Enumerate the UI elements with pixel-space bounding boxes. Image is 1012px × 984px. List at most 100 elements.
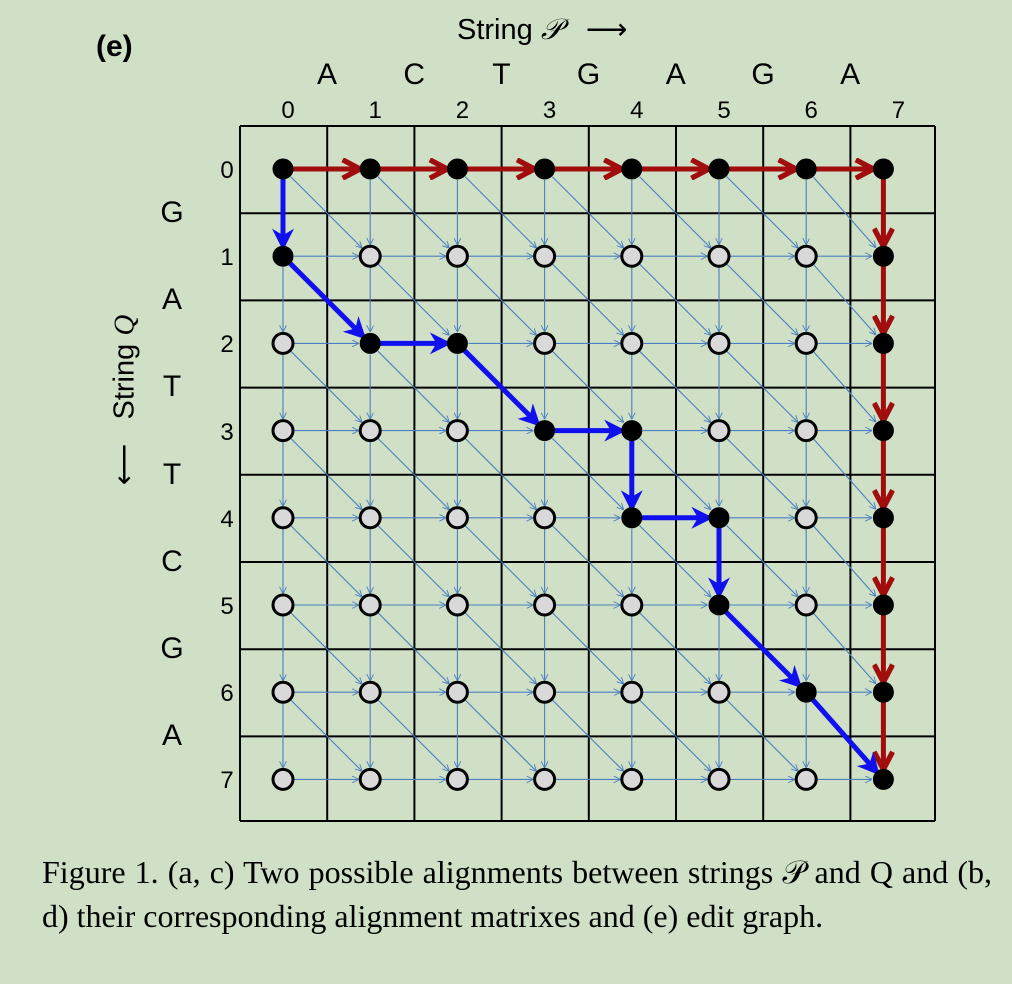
blue-path-edge [461,347,541,427]
col-index: 4 [630,97,644,124]
graph-node [794,593,818,617]
graph-node [358,593,382,617]
path-node [795,158,817,180]
edit-edge [726,699,798,771]
edit-edge [377,350,449,422]
graph-node [620,593,644,617]
graph-node [533,593,557,617]
graph-node [271,506,295,530]
path-node [872,332,894,354]
col-index: 7 [891,97,906,124]
edit-edge [290,437,362,509]
edit-edge [290,699,362,771]
row-letter: G [160,196,184,229]
graph-node [794,331,818,355]
graph-node [445,244,469,268]
col-letter: G [751,58,775,91]
row-letter: A [161,283,183,317]
col-index: 2 [455,97,470,124]
edit-edge [813,351,875,422]
graph-node [445,767,469,791]
path-node [534,158,556,180]
graph-node [358,680,382,704]
path-node [534,420,556,442]
row-letter: T [162,457,182,491]
edit-edge [639,176,711,248]
row-letter: A [161,719,183,753]
edit-edge [464,437,536,509]
col-index: 1 [368,97,382,124]
edit-edge [377,525,449,597]
graph-node [620,767,644,791]
blue-path-edge [286,260,367,340]
edit-edge [813,612,875,683]
edit-edge [551,525,623,597]
path-node [272,158,294,180]
edit-edge [377,612,449,684]
string-p-axis-label: String 𝒫 ⟶ [457,12,628,47]
graph-node [707,244,731,268]
col-letter: A [840,58,861,91]
edit-edge [290,350,362,422]
figure-caption: Figure 1. (a, c) Two possible alignments… [42,854,992,934]
edit-edge [377,699,449,771]
col-index: 6 [804,97,818,124]
edit-edge [639,612,711,684]
graph-node [533,767,557,791]
graph-node [358,244,382,268]
col-letter: A [316,58,338,91]
edit-edge [290,612,362,684]
graph-node [445,419,469,443]
graph-node [620,331,644,355]
edit-edge [551,437,623,509]
edit-edge [551,699,623,771]
row-index: 5 [220,593,234,620]
graph-node [533,331,557,355]
path-node [872,420,894,442]
blue-path-edge [809,696,880,776]
graph-node [707,767,731,791]
edit-edge [464,612,536,684]
graph-node [707,331,731,355]
edit-edge [464,699,536,771]
path-node [872,158,894,180]
right-arrow-icon: ⟶ [569,14,628,46]
path-node [272,245,294,267]
edit-edge [639,437,711,509]
panel-label: (e) [96,30,133,63]
graph-node [533,244,557,268]
graph-node [445,593,469,617]
path-node [872,507,894,529]
edit-edge [464,263,536,335]
graph-node [445,506,469,530]
graph-node [533,506,557,530]
edit-edge [639,525,711,597]
graph-node [358,767,382,791]
edit-edge [726,350,798,422]
edit-edge [813,264,875,334]
string-p-symbol: 𝒫 [540,14,562,46]
row-index: 1 [220,244,234,272]
path-node [708,507,730,529]
edit-edge [377,176,449,248]
path-node [872,594,894,616]
path-node [359,332,381,354]
graph-node [794,506,818,530]
path-node [446,158,468,180]
edit-edge [290,176,362,248]
graph-node [358,419,382,443]
edit-edge [639,350,711,422]
row-index: 0 [220,157,234,184]
edit-edge [813,176,875,247]
row-index: 4 [220,505,234,533]
row-letter: T [162,370,182,404]
edit-edge [551,263,623,335]
col-letter: T [492,58,511,91]
edit-edge [377,263,449,335]
col-index: 0 [281,97,295,124]
path-node [872,768,894,790]
col-index: 5 [717,97,731,124]
blue-path-edge [722,608,803,689]
path-node [621,158,643,180]
graph-node [445,680,469,704]
